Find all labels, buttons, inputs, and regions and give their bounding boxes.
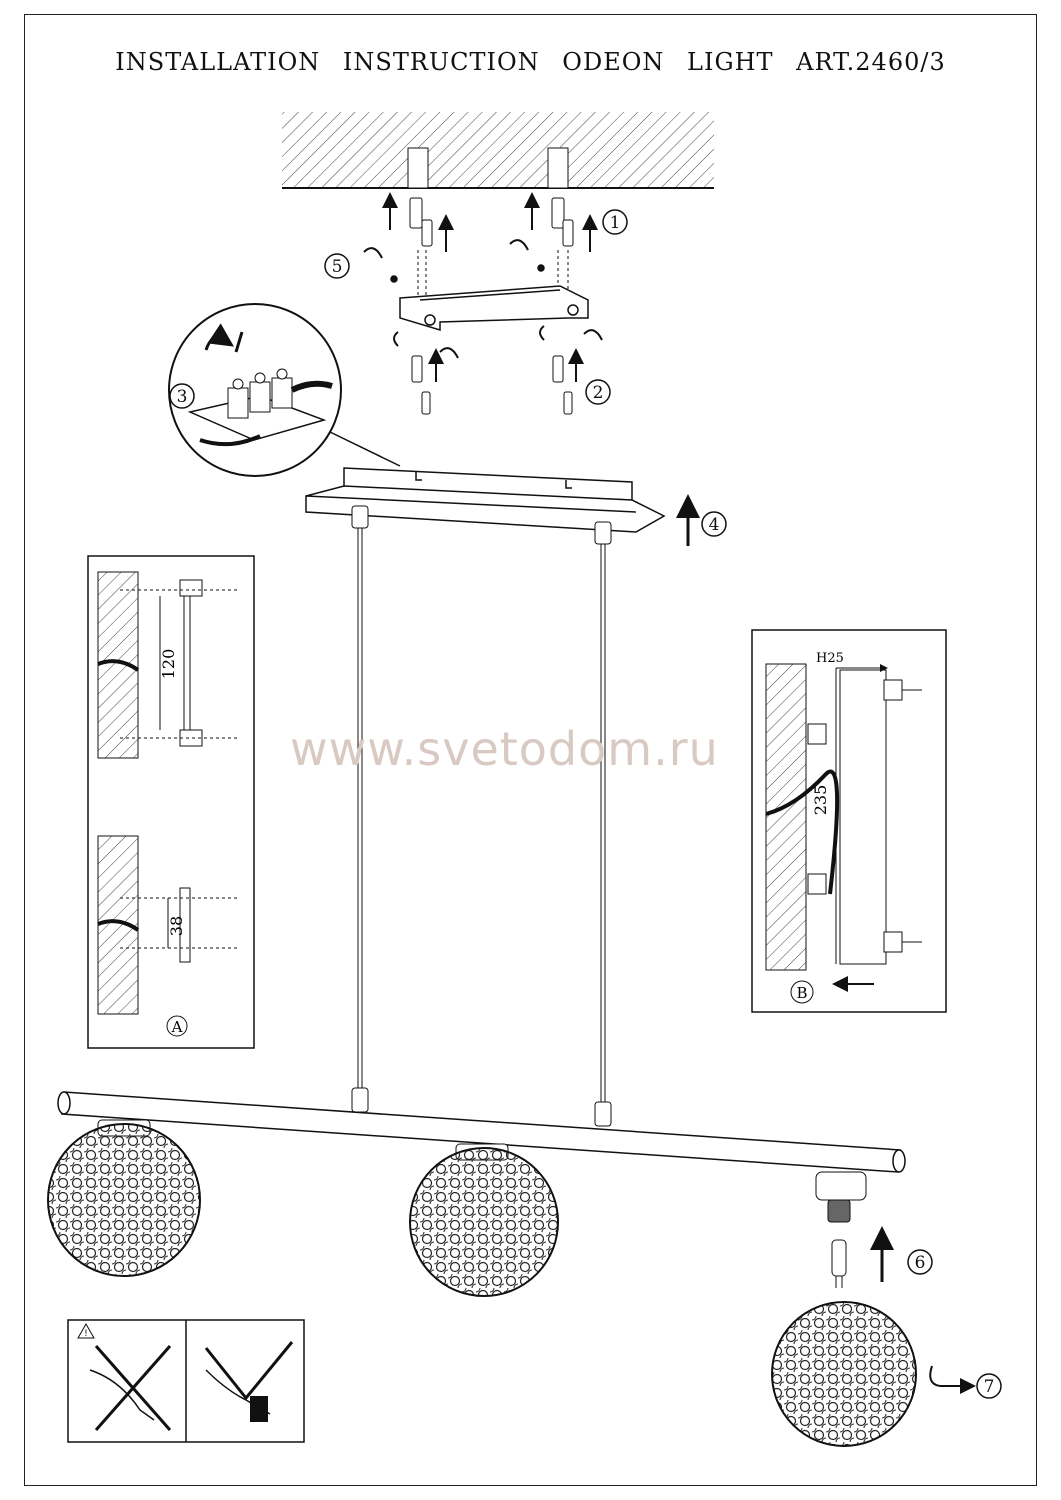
mounting-bracket bbox=[390, 264, 589, 332]
detail-b-label: B bbox=[796, 984, 807, 1002]
ceiling bbox=[282, 112, 714, 189]
detail-a-label: A bbox=[171, 1018, 183, 1036]
step-1-label: 1 bbox=[610, 213, 621, 233]
warning-icon bbox=[77, 1322, 95, 1339]
check-icon bbox=[204, 1341, 294, 1401]
mesh-shade-right bbox=[771, 1301, 976, 1447]
lamp-socket bbox=[815, 1171, 894, 1288]
step-2-label: 2 bbox=[593, 383, 604, 403]
step-labels bbox=[169, 209, 1002, 1399]
step-4-label: 4 bbox=[709, 515, 720, 535]
page-frame bbox=[24, 14, 1037, 1486]
mesh-shade-center bbox=[409, 1143, 559, 1297]
detail-a-spacing-bottom: 38 bbox=[167, 916, 186, 936]
step-5-label: 5 bbox=[332, 257, 343, 277]
detail-b-panel bbox=[751, 629, 947, 1013]
page-title: INSTALLATION INSTRUCTION ODEON LIGHT ART… bbox=[115, 48, 946, 76]
detail-b-offset: H25 bbox=[816, 651, 844, 666]
light-bar bbox=[57, 1091, 906, 1173]
svg-text:!: ! bbox=[83, 1329, 88, 1339]
rotate-icon bbox=[363, 239, 603, 359]
suspension-rods bbox=[351, 505, 612, 1127]
watermark: www.svetodom.ru bbox=[290, 722, 719, 776]
anchors-and-screws bbox=[382, 192, 598, 300]
terminal-block-detail bbox=[168, 303, 401, 477]
detail-a-spacing-top: 120 bbox=[159, 649, 178, 680]
canopy bbox=[305, 467, 700, 546]
step-7-label: 7 bbox=[984, 1377, 995, 1397]
warning-panel: ! bbox=[67, 1319, 305, 1443]
detail-b-spacing: 235 bbox=[811, 785, 830, 816]
step-3-label: 3 bbox=[177, 387, 188, 407]
detail-a-panel bbox=[87, 555, 255, 1049]
mesh-shade-left bbox=[47, 1119, 201, 1277]
step-6-label: 6 bbox=[915, 1253, 926, 1273]
bracket-screws bbox=[411, 348, 584, 415]
